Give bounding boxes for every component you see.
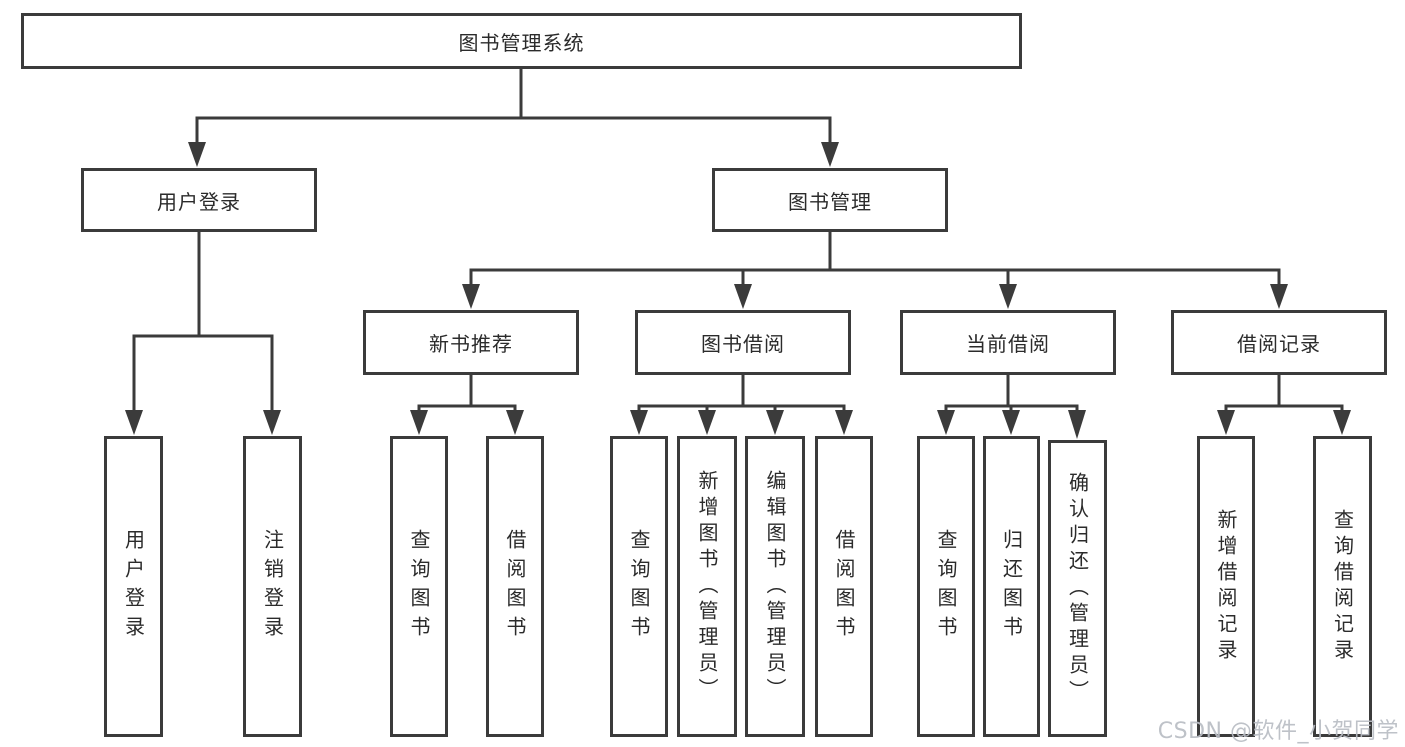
arrowhead-down-icon bbox=[766, 410, 784, 435]
leaf-query-books-current: 查询图书 bbox=[917, 436, 975, 737]
arrowhead-down-icon bbox=[999, 284, 1017, 309]
arrowhead-down-icon bbox=[1217, 410, 1235, 435]
node-book-borrowing: 图书借阅 bbox=[635, 310, 851, 375]
node-label: 借阅记录 bbox=[1237, 332, 1321, 356]
node-label: 新书推荐 bbox=[429, 332, 513, 356]
leaf-label: 确认归还（管理员） bbox=[1065, 471, 1090, 706]
arrowhead-down-icon bbox=[1333, 410, 1351, 435]
leaf-label: 查询图书 bbox=[407, 528, 431, 645]
leaf-label: 新增借阅记录 bbox=[1214, 508, 1238, 665]
arrowhead-down-icon bbox=[263, 410, 281, 435]
arrowhead-down-icon bbox=[630, 410, 648, 435]
arrowhead-down-icon bbox=[821, 142, 839, 167]
arrowhead-down-icon bbox=[835, 410, 853, 435]
leaf-label: 借阅图书 bbox=[503, 528, 527, 645]
node-user-login: 用户登录 bbox=[81, 168, 317, 232]
node-book-management: 图书管理 bbox=[712, 168, 948, 232]
arrowhead-down-icon bbox=[188, 142, 206, 167]
node-label: 用户登录 bbox=[157, 189, 241, 214]
leaf-query-borrow-record: 查询借阅记录 bbox=[1313, 436, 1372, 737]
arrowhead-down-icon bbox=[1270, 284, 1288, 309]
arrowhead-down-icon bbox=[734, 284, 752, 309]
leaf-label: 查询借阅记录 bbox=[1330, 508, 1355, 665]
node-label: 图书管理系统 bbox=[458, 30, 585, 55]
leaf-label: 查询图书 bbox=[934, 528, 958, 645]
arrowhead-down-icon bbox=[1002, 410, 1020, 435]
leaf-add-borrow-record: 新增借阅记录 bbox=[1197, 436, 1255, 737]
leaf-borrow-books-recommend: 借阅图书 bbox=[486, 436, 544, 737]
node-new-book-recommend: 新书推荐 bbox=[363, 310, 579, 375]
arrowhead-down-icon bbox=[125, 410, 143, 435]
node-library-system: 图书管理系统 bbox=[21, 13, 1022, 69]
leaf-query-books-recommend: 查询图书 bbox=[390, 436, 448, 737]
leaf-query-books-borrowing: 查询图书 bbox=[610, 436, 668, 737]
node-label: 当前借阅 bbox=[966, 332, 1050, 356]
leaf-label: 新增图书（管理员） bbox=[695, 469, 719, 704]
leaf-return-books: 归还图书 bbox=[983, 436, 1040, 737]
leaf-label: 归还图书 bbox=[999, 528, 1024, 645]
csdn-watermark: CSDN @软件_小贺同学 bbox=[1157, 719, 1399, 744]
leaf-user-login: 用户登录 bbox=[104, 436, 163, 737]
node-current-borrowing: 当前借阅 bbox=[900, 310, 1116, 375]
arrowhead-down-icon bbox=[462, 284, 480, 309]
node-label: 图书借阅 bbox=[701, 332, 785, 356]
arrowhead-down-icon bbox=[1068, 410, 1086, 439]
leaf-label: 注销登录 bbox=[260, 528, 285, 645]
node-label: 图书管理 bbox=[788, 189, 872, 214]
leaf-borrow-books-borrowing: 借阅图书 bbox=[815, 436, 873, 737]
leaf-label: 编辑图书（管理员） bbox=[763, 469, 787, 704]
arrowhead-down-icon bbox=[937, 410, 955, 435]
arrowhead-down-icon bbox=[698, 410, 716, 435]
arrowhead-down-icon bbox=[410, 410, 428, 435]
leaf-label: 查询图书 bbox=[627, 528, 651, 645]
node-borrowing-records: 借阅记录 bbox=[1171, 310, 1387, 375]
leaf-label: 用户登录 bbox=[121, 528, 146, 645]
leaf-label: 借阅图书 bbox=[832, 528, 856, 645]
leaf-logout: 注销登录 bbox=[243, 436, 302, 737]
leaf-add-book-admin: 新增图书（管理员） bbox=[677, 436, 737, 737]
leaf-edit-book-admin: 编辑图书（管理员） bbox=[745, 436, 805, 737]
leaf-confirm-return-admin: 确认归还（管理员） bbox=[1048, 440, 1107, 737]
arrowhead-down-icon bbox=[506, 410, 524, 435]
